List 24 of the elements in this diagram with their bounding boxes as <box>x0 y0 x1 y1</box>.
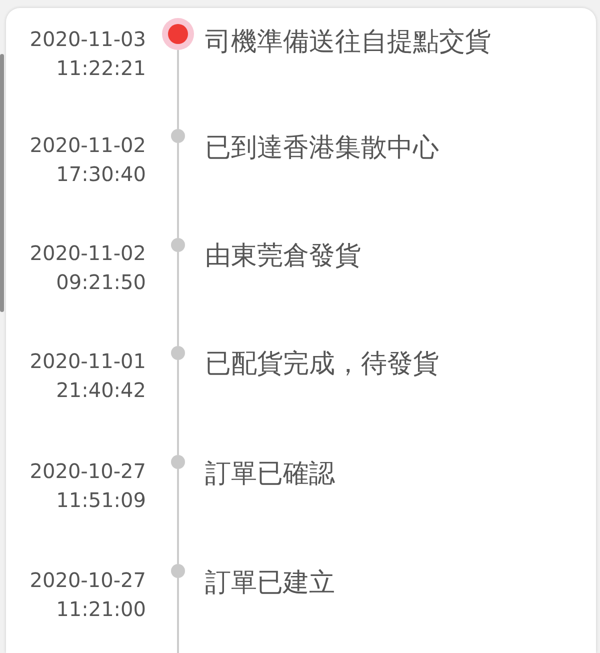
timeline-line <box>177 50 179 129</box>
status-text: 司機準備送往自提點交貨 <box>205 26 491 59</box>
timeline-line <box>177 578 179 653</box>
timestamp: 2020-11-03 11:22:21 <box>28 26 146 82</box>
status-dot-icon <box>171 564 185 578</box>
timestamp: 2020-10-27 11:21:00 <box>28 566 146 622</box>
status-text: 訂單已建立 <box>205 567 335 600</box>
status-text: 已到達香港集散中心 <box>205 132 439 165</box>
timestamp: 2020-11-01 21:40:42 <box>28 348 146 404</box>
timeline-line <box>177 143 179 238</box>
status-dot-icon <box>171 238 185 252</box>
active-status-dot-icon <box>162 18 194 50</box>
timeline-line <box>177 252 179 346</box>
status-text: 由東莞倉發貨 <box>205 240 361 273</box>
status-dot-icon <box>171 129 185 143</box>
status-text: 訂單已確認 <box>205 458 335 491</box>
status-dot-icon <box>171 346 185 360</box>
timestamp: 2020-10-27 11:51:09 <box>28 458 146 514</box>
status-dot-icon <box>171 455 185 469</box>
timestamp: 2020-11-02 09:21:50 <box>28 240 146 296</box>
status-text: 已配貨完成，待發貨 <box>205 348 439 381</box>
timestamp: 2020-11-02 17:30:40 <box>28 132 146 188</box>
timeline-line <box>177 360 179 455</box>
timeline-line <box>177 469 179 564</box>
